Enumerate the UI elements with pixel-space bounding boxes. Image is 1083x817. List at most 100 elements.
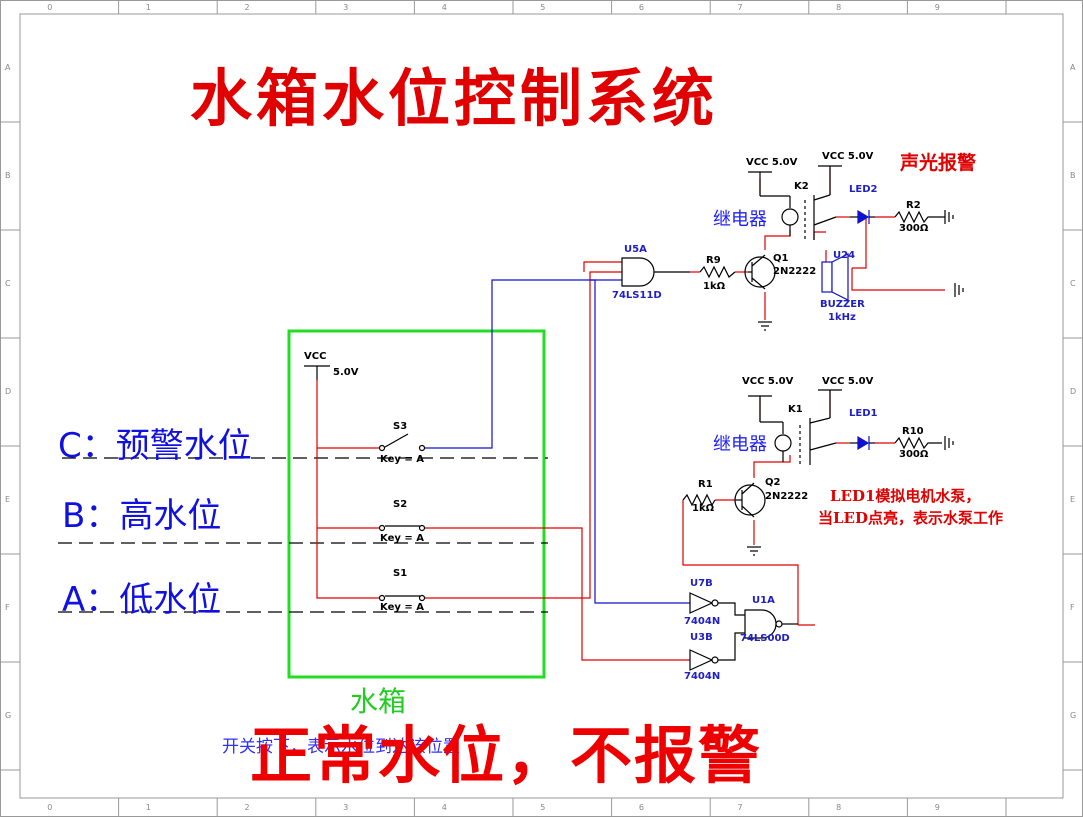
ruler-col-label: 1 [145, 803, 151, 812]
vcc-tank-label: VCC [304, 351, 327, 362]
ruler-col-label: 2 [244, 803, 250, 812]
ruler-col-label: 8 [836, 803, 842, 812]
led1-note-line2: 当LED点亮，表示水泵工作 [818, 509, 1003, 527]
u5a-label: U5A [624, 244, 647, 255]
water-tank [287, 329, 546, 679]
ground-r2 [942, 210, 954, 224]
nand-gate-u1a [744, 609, 798, 639]
alarm-label: 声光报警 [900, 152, 977, 174]
ruler-col-label: 0 [47, 803, 53, 812]
relay-k2-label: 继电器 [713, 209, 767, 230]
r10-label: R10 [902, 426, 924, 437]
ruler-row-label: E [1070, 495, 1076, 504]
u3b-label: U3B [690, 632, 713, 643]
led1-diode [850, 435, 875, 451]
ruler-col-label: 4 [441, 803, 447, 812]
ground-buzzer [954, 283, 964, 297]
ruler-col-label: 0 [47, 3, 53, 12]
u1a-type: 74LS00D [740, 633, 790, 644]
r10-value: 300Ω [899, 449, 929, 460]
resistor-r10 [894, 436, 942, 450]
resistor-r9 [699, 265, 736, 279]
vcc-tank [304, 365, 330, 380]
q1-label: Q1 [773, 253, 789, 264]
q2-type: 2N2222 [765, 491, 809, 502]
k1-label: K1 [788, 404, 803, 415]
ruler-col-label: 5 [540, 3, 546, 12]
k2-contact-vcc: VCC 5.0V [822, 151, 874, 162]
s2-label: S2 [393, 499, 408, 510]
ruler-col-label: 6 [638, 803, 644, 812]
switch-s1[interactable] [378, 594, 426, 602]
ruler-row-label: D [5, 387, 12, 396]
ruler-col-label: 1 [145, 3, 151, 12]
ground-q2 [747, 546, 761, 556]
relay-k1-label: 继电器 [713, 434, 767, 455]
k1-coil-vcc: VCC 5.0V [742, 376, 794, 387]
u7b-type: 7404N [684, 616, 721, 627]
ground-q1 [758, 321, 772, 331]
page-title: 水箱水位控制系统 [190, 62, 719, 135]
inverter-u3b [689, 632, 745, 671]
ruler-row-label: A [1070, 63, 1076, 72]
u3b-type: 7404N [684, 671, 721, 682]
level-b-label: B：高水位 [62, 496, 222, 536]
ruler-row-label: B [5, 171, 11, 180]
q1-type: 2N2222 [773, 266, 817, 277]
inverter-u7b [689, 592, 745, 616]
ruler-row-label: G [5, 711, 12, 720]
ruler-col-label: 3 [343, 3, 349, 12]
status-text: 正常水位，不报警 [250, 719, 763, 792]
k2-coil-vcc: VCC 5.0V [746, 157, 798, 168]
r9-label: R9 [706, 255, 721, 266]
u7b-label: U7B [690, 578, 713, 589]
s1-key: Key = A [380, 602, 424, 613]
ruler-col-label: 9 [934, 803, 940, 812]
buzzer-u24 [821, 253, 849, 301]
r1-value: 1kΩ [692, 503, 715, 514]
ruler-col-label: 5 [540, 803, 546, 812]
ruler-col-label: 7 [737, 803, 743, 812]
ruler-row-label: E [5, 495, 11, 504]
led1-note-line1: LED1模拟电机水泵， [830, 487, 981, 505]
resistor-r2 [894, 210, 942, 224]
q2-label: Q2 [765, 477, 781, 488]
ruler-row-label: B [1070, 171, 1076, 180]
led1-label: LED1 [849, 408, 878, 419]
switch-note: 开关按下，表示水位到达该位置 [222, 737, 460, 757]
and-gate-u5a [621, 257, 655, 287]
buzzer-freq: 1kHz [828, 312, 856, 323]
blue-wires [425, 279, 690, 604]
ruler-col-label: 7 [737, 3, 743, 12]
vcc-k2-contact [818, 165, 842, 195]
tank-label: 水箱 [350, 685, 407, 718]
ruler-col-label: 9 [934, 3, 940, 12]
r2-value: 300Ω [899, 223, 929, 234]
switch-s2[interactable] [378, 524, 426, 532]
r9-value: 1kΩ [703, 281, 726, 292]
switch-s3[interactable] [378, 433, 426, 452]
led2-label: LED2 [849, 184, 878, 195]
level-lines [58, 457, 548, 613]
ruler-col-label: 4 [441, 3, 447, 12]
r1-label: R1 [698, 479, 713, 490]
vcc-tank-volt: 5.0V [333, 367, 359, 378]
u1a-label: U1A [752, 595, 775, 606]
ruler-row-label: C [1070, 279, 1076, 288]
level-a-label: A：低水位 [62, 580, 222, 620]
ruler-row-label: G [1070, 711, 1077, 720]
ruler-row-label: D [1070, 387, 1077, 396]
transistor-q2 [734, 482, 766, 518]
relay-k2 [781, 194, 837, 240]
ground-r10 [944, 436, 954, 450]
u24-label: U24 [833, 250, 856, 261]
ruler-col-label: 2 [244, 3, 250, 12]
ruler-col-label: 6 [638, 3, 644, 12]
s1-label: S1 [393, 568, 408, 579]
ruler-col-label: 8 [836, 3, 842, 12]
k2-label: K2 [794, 181, 809, 192]
buzzer-label: BUZZER [820, 299, 865, 310]
transistor-q1 [744, 254, 776, 290]
ruler-row-label: A [5, 63, 11, 72]
